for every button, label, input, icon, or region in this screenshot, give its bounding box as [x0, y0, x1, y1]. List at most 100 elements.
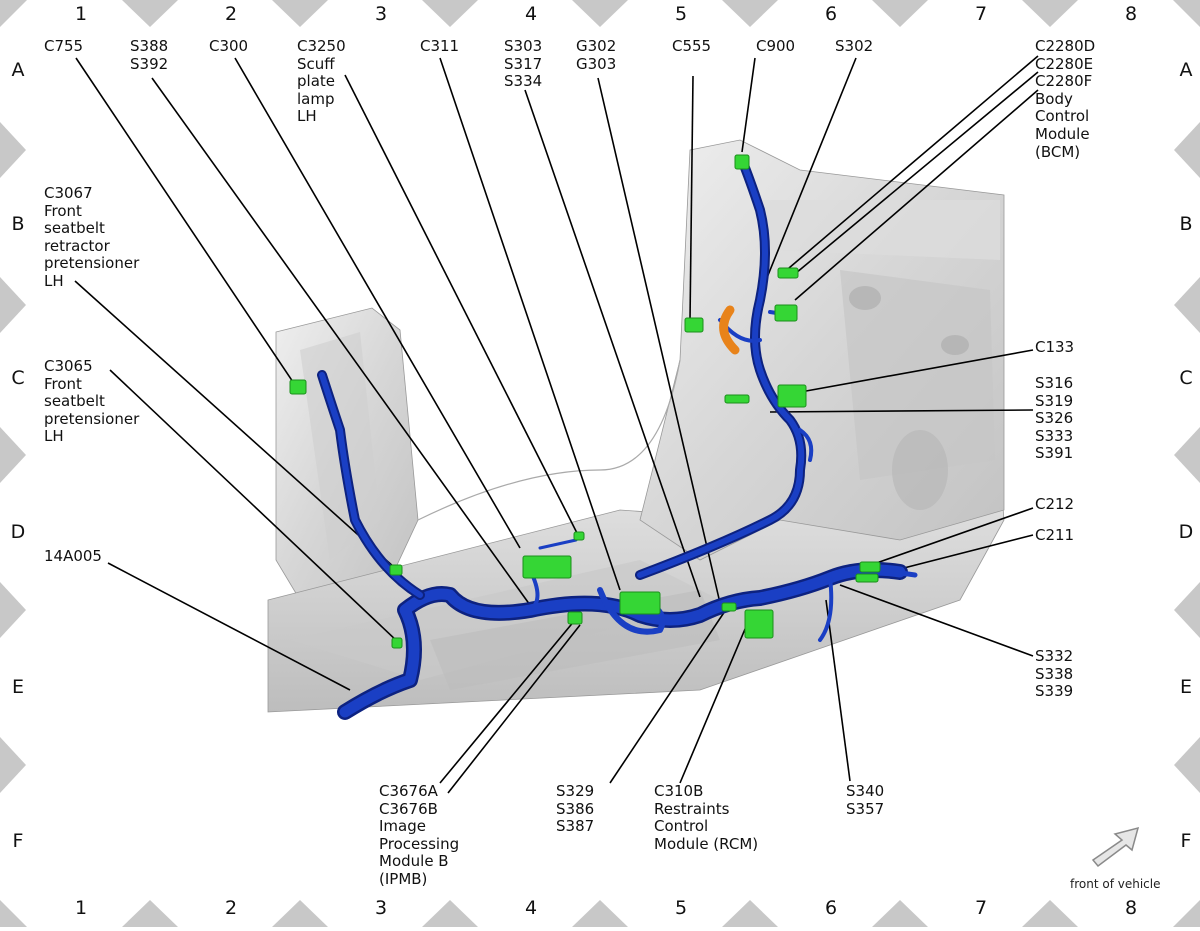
grid-row-label: F	[12, 830, 24, 852]
leader-line-c310b	[679, 621, 749, 784]
border-diamond	[0, 122, 26, 178]
leader-line-g302-g303	[597, 77, 721, 604]
border-diamond	[572, 900, 628, 927]
border-diamond	[422, 900, 478, 927]
callout-s316-group: S316 S319 S326 S333 S391	[1035, 374, 1074, 463]
grid-column-label: 2	[224, 3, 238, 25]
border-diamond	[872, 0, 928, 27]
callout-s388-s392: S388 S392	[130, 37, 169, 73]
callout-c133: C133	[1035, 338, 1075, 356]
border-corner	[1173, 900, 1200, 927]
leader-line-c311	[439, 57, 621, 591]
leader-line-s302	[761, 57, 857, 291]
border-diamond	[0, 427, 26, 483]
connector-c3250	[573, 531, 585, 541]
border-diamond	[0, 582, 26, 638]
grid-column-label: 4	[524, 897, 538, 919]
border-diamond	[1174, 427, 1200, 483]
leader-line-c3065	[109, 369, 399, 643]
border-diamond	[0, 737, 26, 793]
callout-c211: C211	[1035, 526, 1075, 544]
grid-column-label: 7	[974, 3, 988, 25]
border-diamond	[122, 0, 178, 27]
grid-column-label: 6	[824, 897, 838, 919]
front-of-vehicle-arrow-icon	[1091, 826, 1140, 868]
connector-c555	[684, 317, 704, 333]
connector-c900	[734, 154, 750, 170]
leader-line-c2280f	[794, 89, 1039, 301]
grid-row-label: C	[1179, 367, 1193, 389]
grid-column-label: 3	[374, 897, 388, 919]
leader-line-s332-group	[839, 584, 1034, 657]
front-of-vehicle-caption: front of vehicle	[1070, 877, 1161, 891]
vehicle-body-panels	[267, 139, 1005, 713]
leader-lines	[74, 55, 1039, 794]
grid-row-label: F	[1180, 830, 1192, 852]
leader-line-s329-group	[609, 607, 728, 784]
grid-column-label: 6	[824, 3, 838, 25]
border-diamond	[722, 0, 778, 27]
leader-line-c3067	[74, 280, 396, 569]
grid-row-label: D	[10, 521, 26, 543]
border-corner	[0, 0, 27, 27]
grid-row-label: A	[11, 59, 25, 81]
grid-column-label: 5	[674, 897, 688, 919]
leader-line-c300	[234, 57, 521, 549]
callout-c3067-retractor-pretensioner: C3067 Front seatbelt retractor pretensio…	[44, 184, 140, 290]
border-diamond	[0, 277, 26, 333]
leader-line-c755	[75, 57, 296, 386]
callout-c900: C900	[756, 37, 796, 55]
callout-s302: S302	[835, 37, 874, 55]
grid-column-label: 8	[1124, 3, 1138, 25]
leader-line-14a005	[107, 562, 351, 691]
border-diamond	[1022, 900, 1078, 927]
grid-column-label: 5	[674, 3, 688, 25]
grid-row-label: B	[11, 213, 25, 235]
callout-c3065-seatbelt-pretensioner: C3065 Front seatbelt pretensioner LH	[44, 357, 140, 446]
border-corner	[1173, 0, 1200, 27]
connector-c310b	[744, 609, 774, 639]
connector-c3067	[389, 564, 403, 576]
leader-line-s340-s357	[825, 599, 851, 782]
connector-c133	[777, 384, 807, 408]
connector-c2280	[774, 304, 798, 322]
connector-c212	[859, 561, 881, 573]
grid-row-label: E	[11, 676, 24, 698]
grid-column-label: 8	[1124, 897, 1138, 919]
connector-c3065	[391, 637, 403, 649]
grid-column-label: 3	[374, 3, 388, 25]
border-diamond	[1174, 737, 1200, 793]
callout-c555: C555	[672, 37, 712, 55]
grid-column-label: 2	[224, 897, 238, 919]
border-diamond	[272, 0, 328, 27]
callout-c300: C300	[209, 37, 249, 55]
callout-14a005-harness: 14A005	[44, 547, 102, 565]
border-diamond	[122, 900, 178, 927]
grid-row-label: C	[11, 367, 25, 389]
leader-line-s316-group	[769, 409, 1034, 413]
leader-line-c3676b	[447, 624, 581, 794]
callout-g302-g303: G302 G303	[576, 37, 617, 73]
callout-c755: C755	[44, 37, 84, 55]
grid-column-label: 1	[74, 3, 88, 25]
border-diamond	[1174, 277, 1200, 333]
grid-column-label: 7	[974, 897, 988, 919]
leader-line-c555	[689, 75, 694, 321]
grid-column-label: 4	[524, 3, 538, 25]
border-diamond	[722, 900, 778, 927]
leader-line-c2280d	[788, 55, 1039, 269]
grid-column-label: 1	[74, 897, 88, 919]
border-diamond	[272, 900, 328, 927]
border-diamond	[872, 900, 928, 927]
callout-s332-group: S332 S338 S339	[1035, 647, 1074, 701]
connector-c211	[855, 573, 879, 583]
grid-row-label: A	[1179, 59, 1193, 81]
connector-c300	[522, 555, 572, 579]
leader-line-c3250	[344, 74, 579, 536]
border-diamond	[1022, 0, 1078, 27]
callout-s340-s357: S340 S357	[846, 782, 885, 818]
connector-c311	[619, 591, 661, 615]
